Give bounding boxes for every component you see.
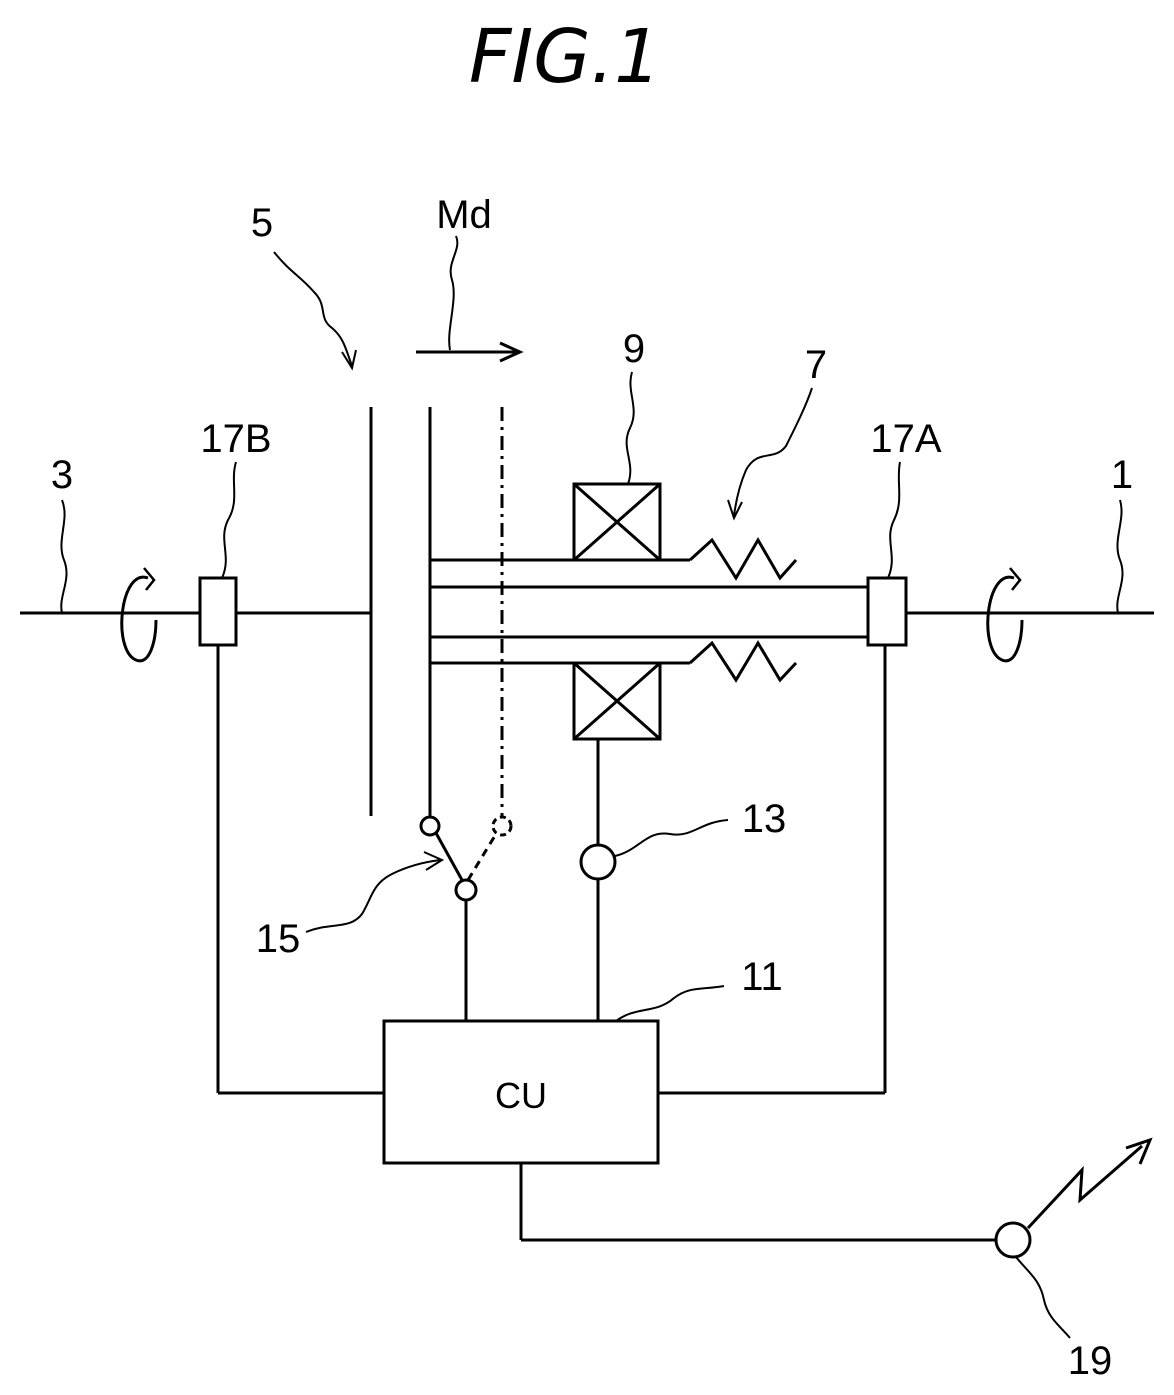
solenoid-upper xyxy=(574,484,660,560)
leader-17a xyxy=(888,462,900,578)
leader-9 xyxy=(627,372,634,484)
figure-title: FIG.1 xyxy=(469,14,661,100)
leader-7 xyxy=(728,388,812,518)
sensor-17b xyxy=(200,578,236,645)
label-7: 7 xyxy=(805,343,827,387)
leader-1 xyxy=(1117,500,1122,613)
switch[interactable] xyxy=(421,816,511,1021)
antenna-signal-icon xyxy=(1028,1140,1150,1228)
wire-17b-to-cu xyxy=(218,645,384,1093)
wire-cu-to-antenna xyxy=(521,1163,1030,1257)
spring-lower xyxy=(690,643,796,680)
sensor-17a xyxy=(868,578,906,645)
leader-17b xyxy=(222,462,236,578)
leader-11 xyxy=(616,986,724,1021)
label-9: 9 xyxy=(623,327,645,371)
movement-arrow-icon xyxy=(416,236,520,361)
label-3: 3 xyxy=(51,453,73,497)
label-13: 13 xyxy=(742,797,787,841)
label-17b: 17B xyxy=(200,417,271,461)
label-1: 1 xyxy=(1111,453,1133,497)
clutch-plates xyxy=(371,407,502,816)
leader-3 xyxy=(61,500,66,613)
label-md: Md xyxy=(436,193,492,237)
shaft-right xyxy=(430,587,1154,637)
leader-19 xyxy=(1016,1257,1070,1338)
wire-17a-to-cu xyxy=(658,645,885,1093)
label-11: 11 xyxy=(741,955,783,999)
armature-sleeve xyxy=(430,560,690,663)
solenoid-lower xyxy=(574,663,660,739)
leader-5 xyxy=(274,252,356,368)
spring-upper xyxy=(690,540,796,578)
leader-13 xyxy=(615,820,728,856)
label-19: 19 xyxy=(1068,1339,1113,1383)
leader-15 xyxy=(306,852,442,932)
control-unit-label: CU xyxy=(495,1075,547,1116)
label-15: 15 xyxy=(256,917,301,961)
driver-13 xyxy=(581,739,615,1021)
label-5: 5 xyxy=(251,201,273,245)
label-17a: 17A xyxy=(870,417,941,461)
